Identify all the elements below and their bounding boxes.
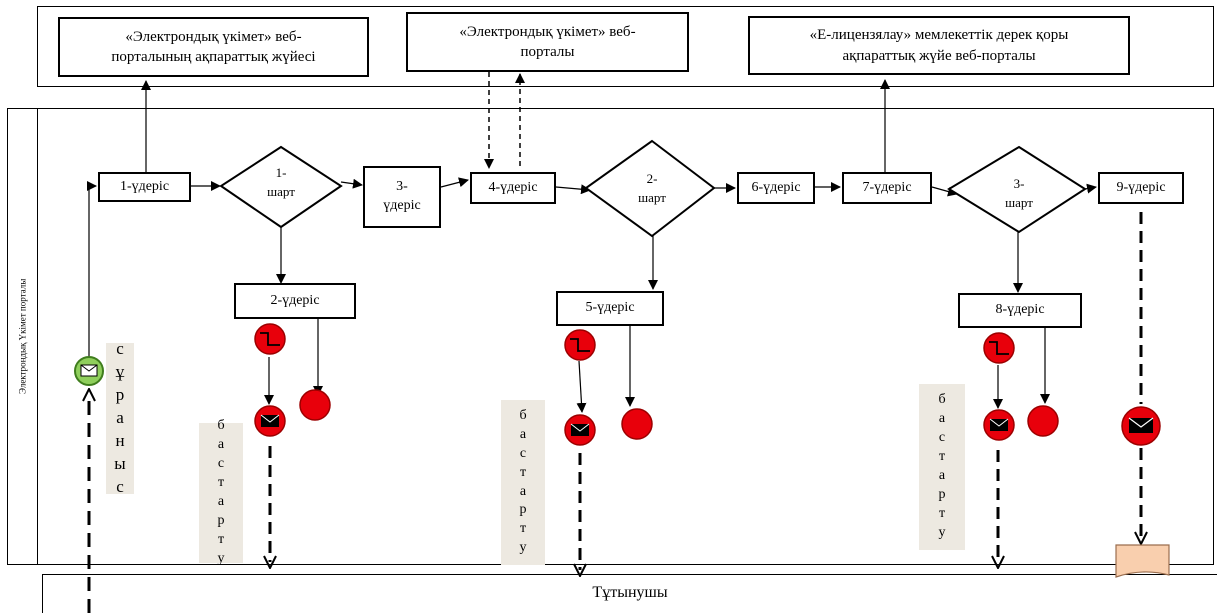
message-event-1-icon: [254, 405, 286, 437]
condition-3-label: 3- шарт: [1005, 176, 1033, 210]
process-8-box: 8-үдеріс: [958, 293, 1082, 328]
condition-3-diamond: [947, 145, 1087, 234]
timer-event-1-icon: [254, 323, 286, 355]
end-event-3-icon: [1027, 405, 1059, 437]
arrow-p3-to-p4: [440, 177, 469, 188]
arrow-c3-to-p9: [1084, 183, 1097, 194]
process-4-box: 4-үдеріс: [470, 172, 556, 204]
end-event-2-icon: [621, 408, 653, 440]
arrow-c1-to-p3: [340, 178, 363, 189]
message-event-3-icon: [983, 409, 1015, 441]
request-note: с ұ р а н ы с: [106, 339, 134, 496]
condition-1-label: 1- шарт: [267, 165, 295, 199]
message-event-4-icon: [1121, 406, 1161, 446]
start-message-icon: [74, 356, 104, 386]
process-1-box: 1-үдеріс: [98, 172, 191, 202]
arrow-p4-to-c2: [555, 184, 591, 195]
process-9-box: 9-үдеріс: [1098, 172, 1184, 204]
eportal-box: «Электрондық үкімет» веб- порталы: [406, 12, 689, 72]
start-note-2: б а с т а р т у: [501, 400, 545, 565]
process-5-box: 5-үдеріс: [556, 291, 664, 326]
process-2-box: 2-үдеріс: [234, 283, 356, 319]
timer-event-3-icon: [983, 332, 1015, 364]
elicense-db-box: «Е-лицензялау» мемлекеттік дерек қоры ақ…: [748, 16, 1130, 75]
consumer-lane-frame: [42, 574, 1217, 613]
process-3-box: 3- үдеріс: [363, 166, 441, 228]
timer-event-2-icon: [564, 329, 596, 361]
end-event-1-icon: [299, 389, 331, 421]
condition-1-diamond: [219, 145, 343, 229]
arrow-timer2-to-msg2: [576, 360, 587, 413]
process-7-box: 7-үдеріс: [842, 172, 932, 204]
swimlane-frame: [37, 108, 1214, 565]
process-6-box: 6-үдеріс: [737, 172, 815, 204]
result-document-icon: [1115, 544, 1170, 578]
condition-2-label: 2- шарт: [638, 171, 666, 205]
message-event-2-icon: [564, 414, 596, 446]
consumer-label: Тұтынушы: [592, 584, 668, 601]
start-note-1: б а с т а р т у: [199, 418, 243, 566]
eportal-info-system-box: «Электрондық үкімет» веб- порталының ақп…: [58, 17, 369, 77]
top-region-frame: [37, 6, 1214, 87]
start-note-3: б а с т а р т у: [919, 384, 965, 550]
arrow-request-to-p1: [87, 181, 97, 358]
condition-2-diamond: [584, 139, 716, 238]
arrow-p7-to-c3: [931, 186, 958, 197]
